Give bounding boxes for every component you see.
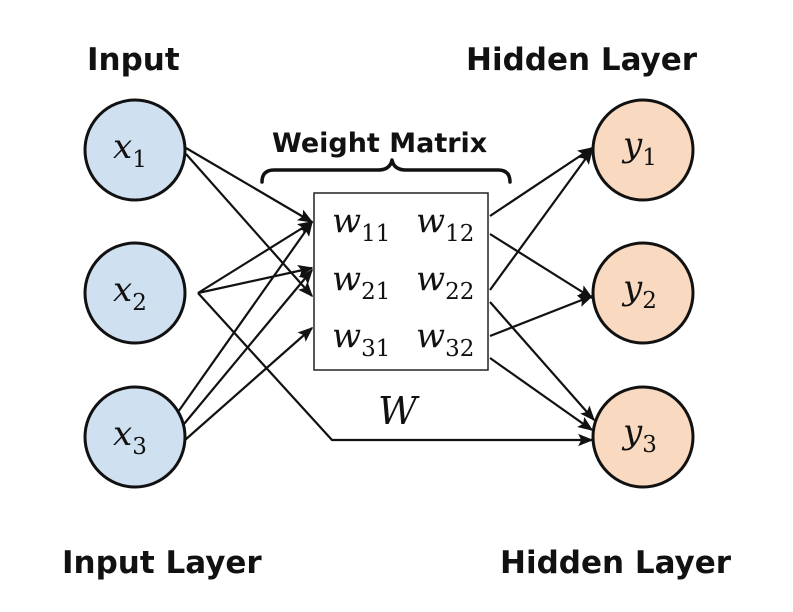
output-node-label: y1 — [621, 125, 657, 171]
input-node-label: x3 — [113, 414, 147, 460]
matrix-entries: w11 w12 w21 w22 w31 w32 — [332, 201, 474, 362]
input-node-x2: x2 — [83, 241, 187, 345]
matrix-entry-w11: w11 — [332, 201, 390, 247]
output-node-y2: y2 — [591, 241, 695, 345]
input-node-circle — [83, 385, 187, 489]
output-node-y3: y3 — [591, 385, 695, 489]
matrix-symbol-label: W — [378, 389, 420, 433]
output-node-y1: y1 — [591, 98, 695, 202]
edge-x2-to-y3 — [197, 292, 594, 447]
input-top-label: Input — [87, 42, 180, 78]
matrix-entry-w32: w32 — [416, 316, 474, 362]
weight-matrix-box — [313, 192, 489, 371]
output-node-circle — [591, 98, 695, 202]
hidden-top-label: Hidden Layer — [466, 42, 698, 78]
edge-matrix-to-y3 — [489, 301, 596, 422]
matrix-entry-w31: w31 — [332, 316, 390, 362]
edge-matrix-to-y3 — [489, 357, 594, 431]
output-node-label: y2 — [621, 268, 657, 314]
edge-matrix-to-y2 — [489, 233, 594, 299]
output-node-circle — [591, 385, 695, 489]
input-node-label: x2 — [113, 270, 147, 316]
output-layer-nodes: y1 y2 y3 — [591, 98, 695, 489]
input-node-circle — [83, 241, 187, 345]
edge-x3-to-matrix — [184, 326, 314, 441]
matrix-entry-w22: w22 — [416, 259, 474, 305]
hidden-layer-label: Hidden Layer — [500, 545, 732, 581]
input-layer-label: Input Layer — [62, 545, 262, 581]
edge-x3-to-matrix — [177, 220, 313, 413]
edge-x2-to-matrix — [197, 264, 314, 295]
edge-matrix-to-y1 — [489, 147, 594, 217]
matrix-entry-w21: w21 — [332, 259, 390, 305]
edge-matrix-to-y1 — [489, 148, 593, 291]
edge-x2-to-matrix — [197, 221, 314, 294]
edge-matrix-to-y2 — [489, 294, 594, 338]
edge-x1-to-matrix — [185, 153, 314, 298]
edge-x1-to-matrix — [185, 147, 314, 223]
input-node-label: x1 — [113, 127, 147, 173]
brace — [260, 158, 512, 184]
output-node-label: y3 — [621, 412, 657, 458]
edges-group — [177, 147, 596, 447]
output-node-circle — [591, 241, 695, 345]
input-node-x1: x1 — [83, 98, 187, 202]
input-node-x3: x3 — [83, 385, 187, 489]
input-node-circle — [83, 98, 187, 202]
weight-matrix-label: Weight Matrix — [272, 128, 487, 159]
matrix-entry-w12: w12 — [416, 201, 474, 247]
input-layer-nodes: x1 x2 x3 — [83, 98, 187, 489]
